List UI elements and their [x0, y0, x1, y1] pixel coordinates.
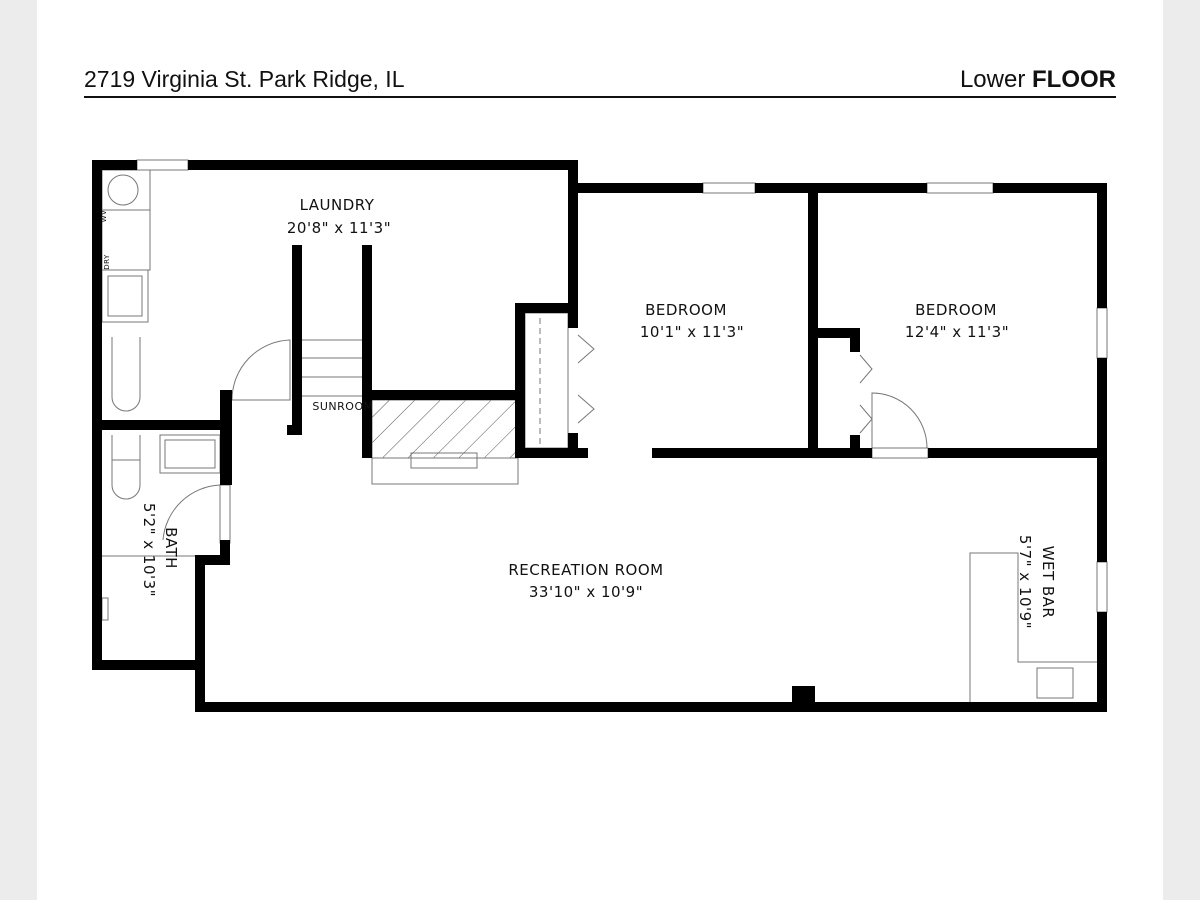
- room-name-wet-bar: WET BAR: [1039, 546, 1057, 619]
- closet-door: [577, 334, 595, 424]
- room-dims-laundry: 20'8" x 11'3": [287, 219, 391, 237]
- window: [926, 182, 994, 194]
- laundry-door-swing: [231, 339, 291, 401]
- room-name-laundry: LAUNDRY: [300, 196, 375, 214]
- room-dims-recreation: 33'10" x 10'9": [529, 583, 643, 601]
- walls: [92, 160, 1107, 712]
- room-name-bedroom-2: BEDROOM: [915, 301, 997, 319]
- dryer-label: DRY: [103, 254, 111, 270]
- room-dims-bath: 5'2" x 10'3": [140, 503, 158, 597]
- floor-title: Lower FLOOR: [960, 66, 1116, 94]
- room-name-bedroom-1: BEDROOM: [645, 301, 727, 319]
- room-dims-bedroom-1: 10'1" x 11'3": [640, 323, 744, 341]
- room-dims-wet-bar: 5'7" x 10'9": [1016, 535, 1034, 629]
- window: [1096, 561, 1108, 613]
- room-dims-bedroom-2: 12'4" x 11'3": [905, 323, 1009, 341]
- fireplace: [371, 399, 519, 459]
- washer-label: WV: [100, 210, 108, 223]
- bath-door-swing: [162, 484, 221, 541]
- room-name-bath: BATH: [162, 527, 180, 569]
- closet-shelf: [524, 312, 569, 449]
- floor-word: Lower: [959, 66, 1026, 93]
- toilet: [111, 337, 141, 412]
- closet-door-2: [859, 354, 873, 434]
- washer-drum-icon: [107, 174, 139, 206]
- washer: [101, 169, 151, 211]
- bath-sink: [159, 434, 221, 474]
- floor-bold: FLOOR: [1032, 66, 1116, 93]
- window: [702, 182, 756, 194]
- header-rule: [84, 96, 1116, 98]
- wet-bar-counter: [969, 552, 1097, 702]
- room-name-sunroom: SUNROOM: [312, 400, 373, 413]
- window: [136, 159, 189, 171]
- laundry-sink: [101, 269, 149, 323]
- fireplace-hearth: [371, 457, 519, 485]
- toilet-bowl: [111, 435, 141, 500]
- property-address: 2719 Virginia St. Park Ridge, IL: [84, 66, 405, 92]
- room-name-recreation: RECREATION ROOM: [508, 561, 663, 579]
- window: [1096, 307, 1108, 359]
- wet-bar-sink: [1036, 667, 1074, 699]
- fixtures: [101, 159, 1108, 702]
- bedroom-door-swing: [871, 392, 928, 449]
